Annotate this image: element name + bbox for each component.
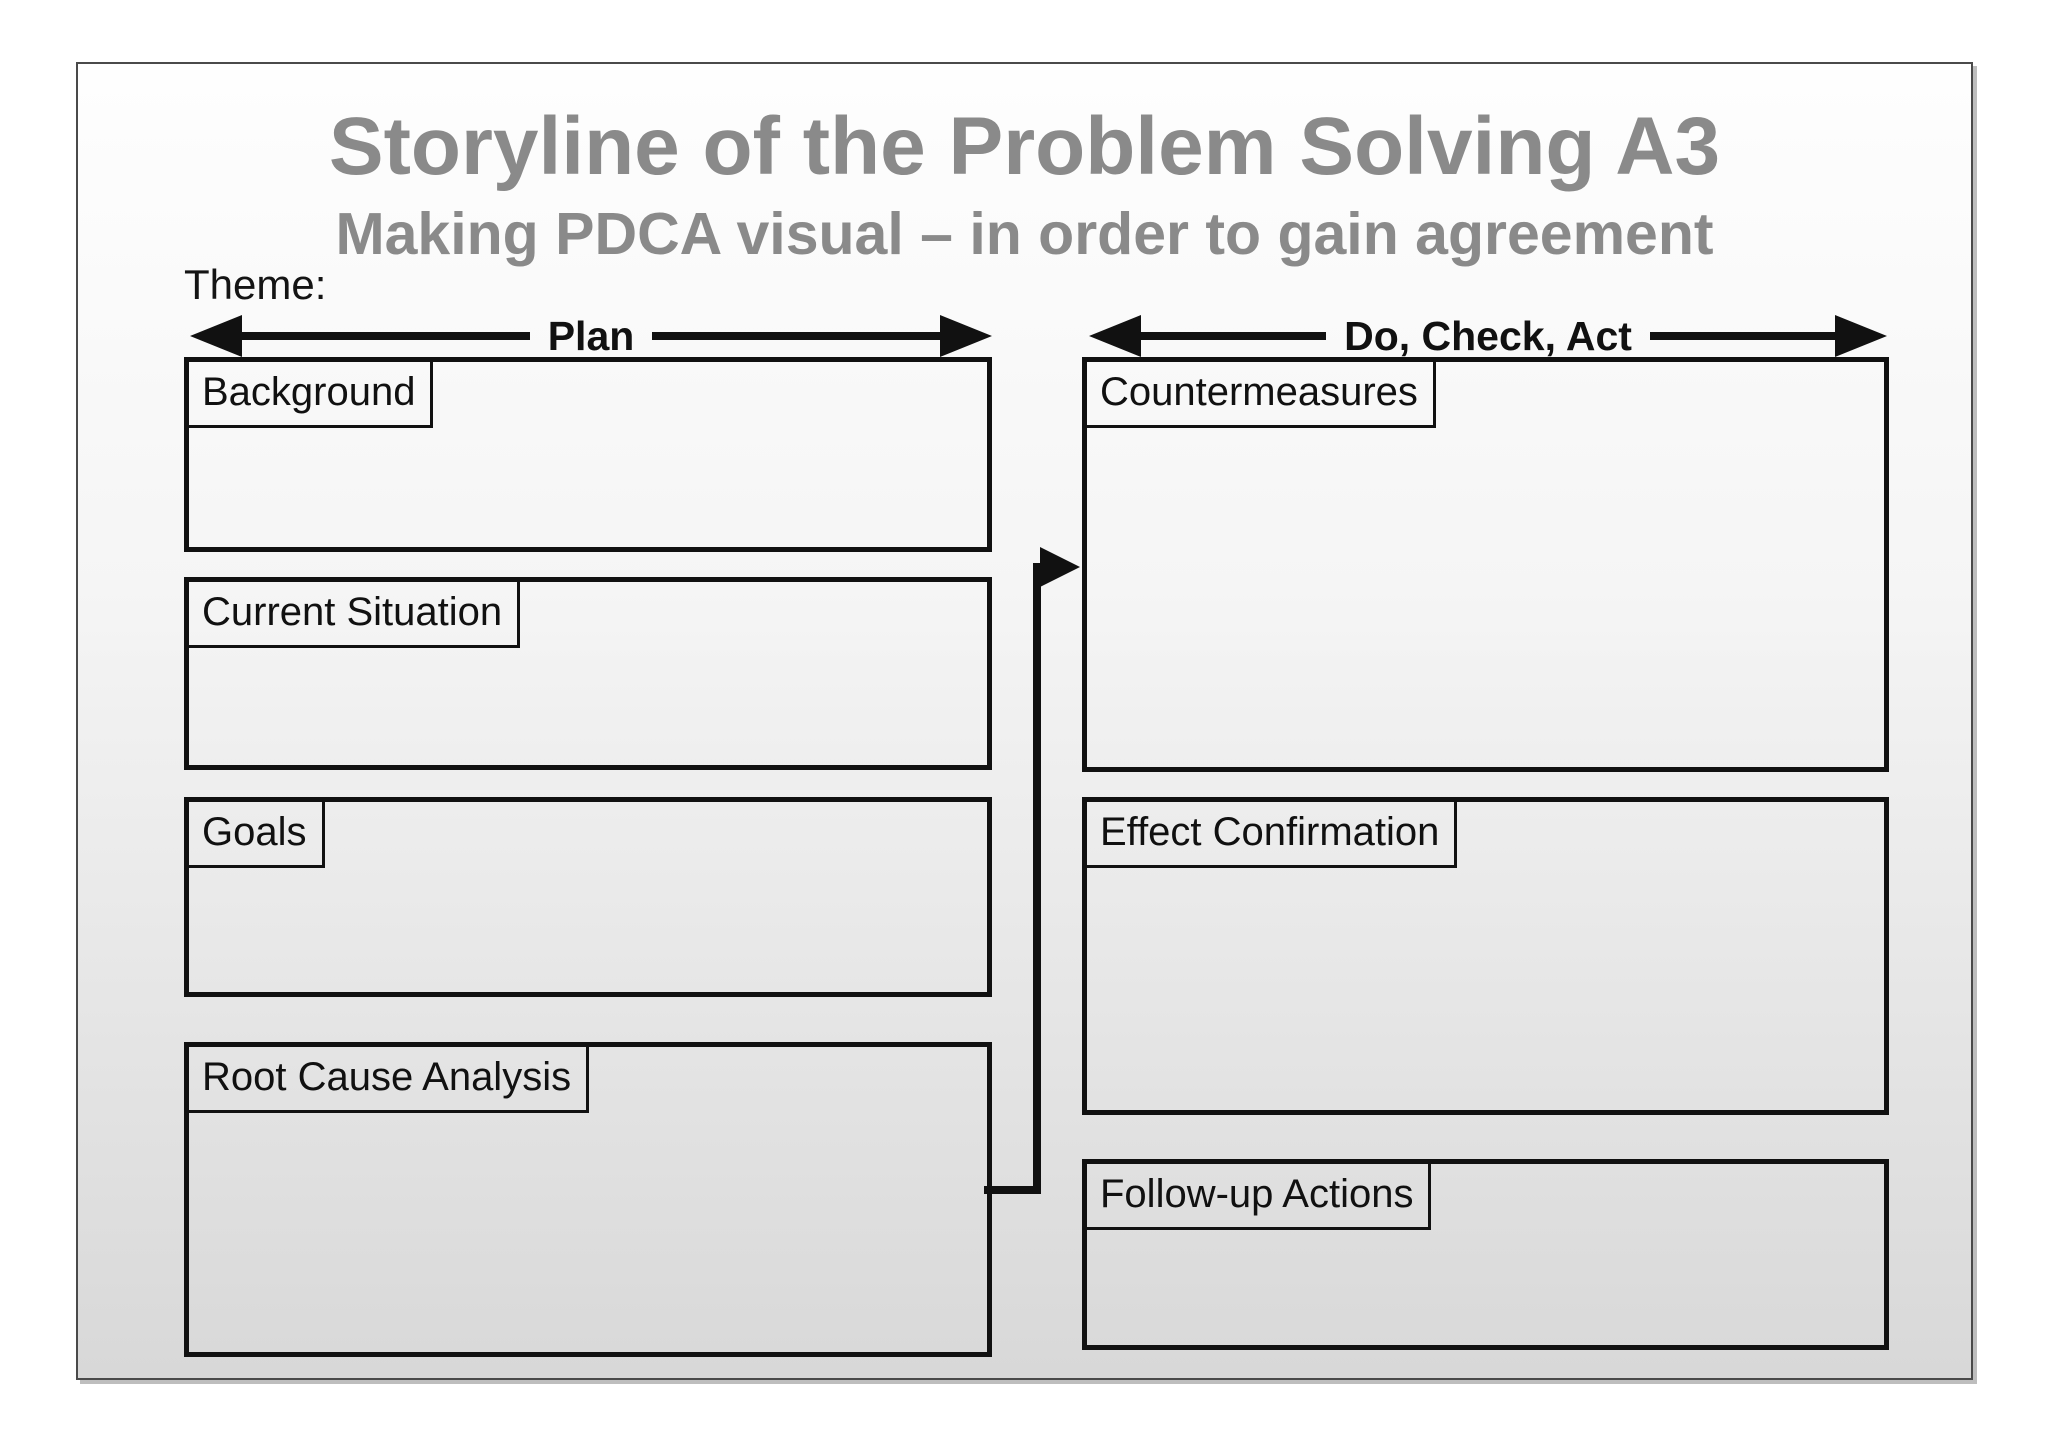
section-box-current-situation: Current Situation: [184, 577, 992, 770]
arrow-line: [242, 332, 530, 340]
section-label-effect-confirmation: Effect Confirmation: [1082, 797, 1458, 868]
section-label-current-situation: Current Situation: [184, 577, 521, 648]
do-check-act-phase-label: Do, Check, Act: [1344, 312, 1632, 359]
section-box-follow-up-actions: Follow-up Actions: [1082, 1159, 1889, 1350]
arrow-line: [652, 332, 940, 340]
plan-phase-label: Plan: [547, 312, 635, 359]
do-check-act-phase-arrow: Do, Check, Act: [1089, 312, 1888, 360]
slide: Storyline of the Problem Solving A3 Maki…: [76, 62, 1973, 1380]
slide-title: Storyline of the Problem Solving A3: [328, 101, 1721, 192]
section-label-root-cause-analysis: Root Cause Analysis: [184, 1042, 590, 1113]
connector-line: [984, 563, 1041, 1194]
section-label-countermeasures: Countermeasures: [1082, 357, 1436, 428]
arrow-line: [1141, 332, 1327, 340]
section-label-follow-up-actions: Follow-up Actions: [1082, 1159, 1432, 1230]
arrow-left-head-icon: [190, 315, 242, 357]
plan-phase-arrow: Plan: [190, 312, 992, 360]
slide-subtitle: Making PDCA visual – in order to gain ag…: [335, 201, 1714, 267]
theme-label: Theme:: [184, 261, 327, 308]
arrow-left-head-icon: [1089, 315, 1141, 357]
section-box-effect-confirmation: Effect Confirmation: [1082, 797, 1889, 1115]
section-label-background: Background: [184, 357, 434, 428]
arrow-line: [1649, 332, 1836, 340]
section-box-countermeasures: Countermeasures: [1082, 357, 1889, 772]
section-box-goals: Goals: [184, 797, 992, 997]
arrow-right-head-icon: [1835, 315, 1888, 357]
connector-arrow-head-icon: [1040, 547, 1080, 587]
section-label-goals: Goals: [184, 797, 325, 868]
section-box-background: Background: [184, 357, 992, 552]
section-box-root-cause-analysis: Root Cause Analysis: [184, 1042, 992, 1357]
arrow-right-head-icon: [940, 315, 992, 357]
